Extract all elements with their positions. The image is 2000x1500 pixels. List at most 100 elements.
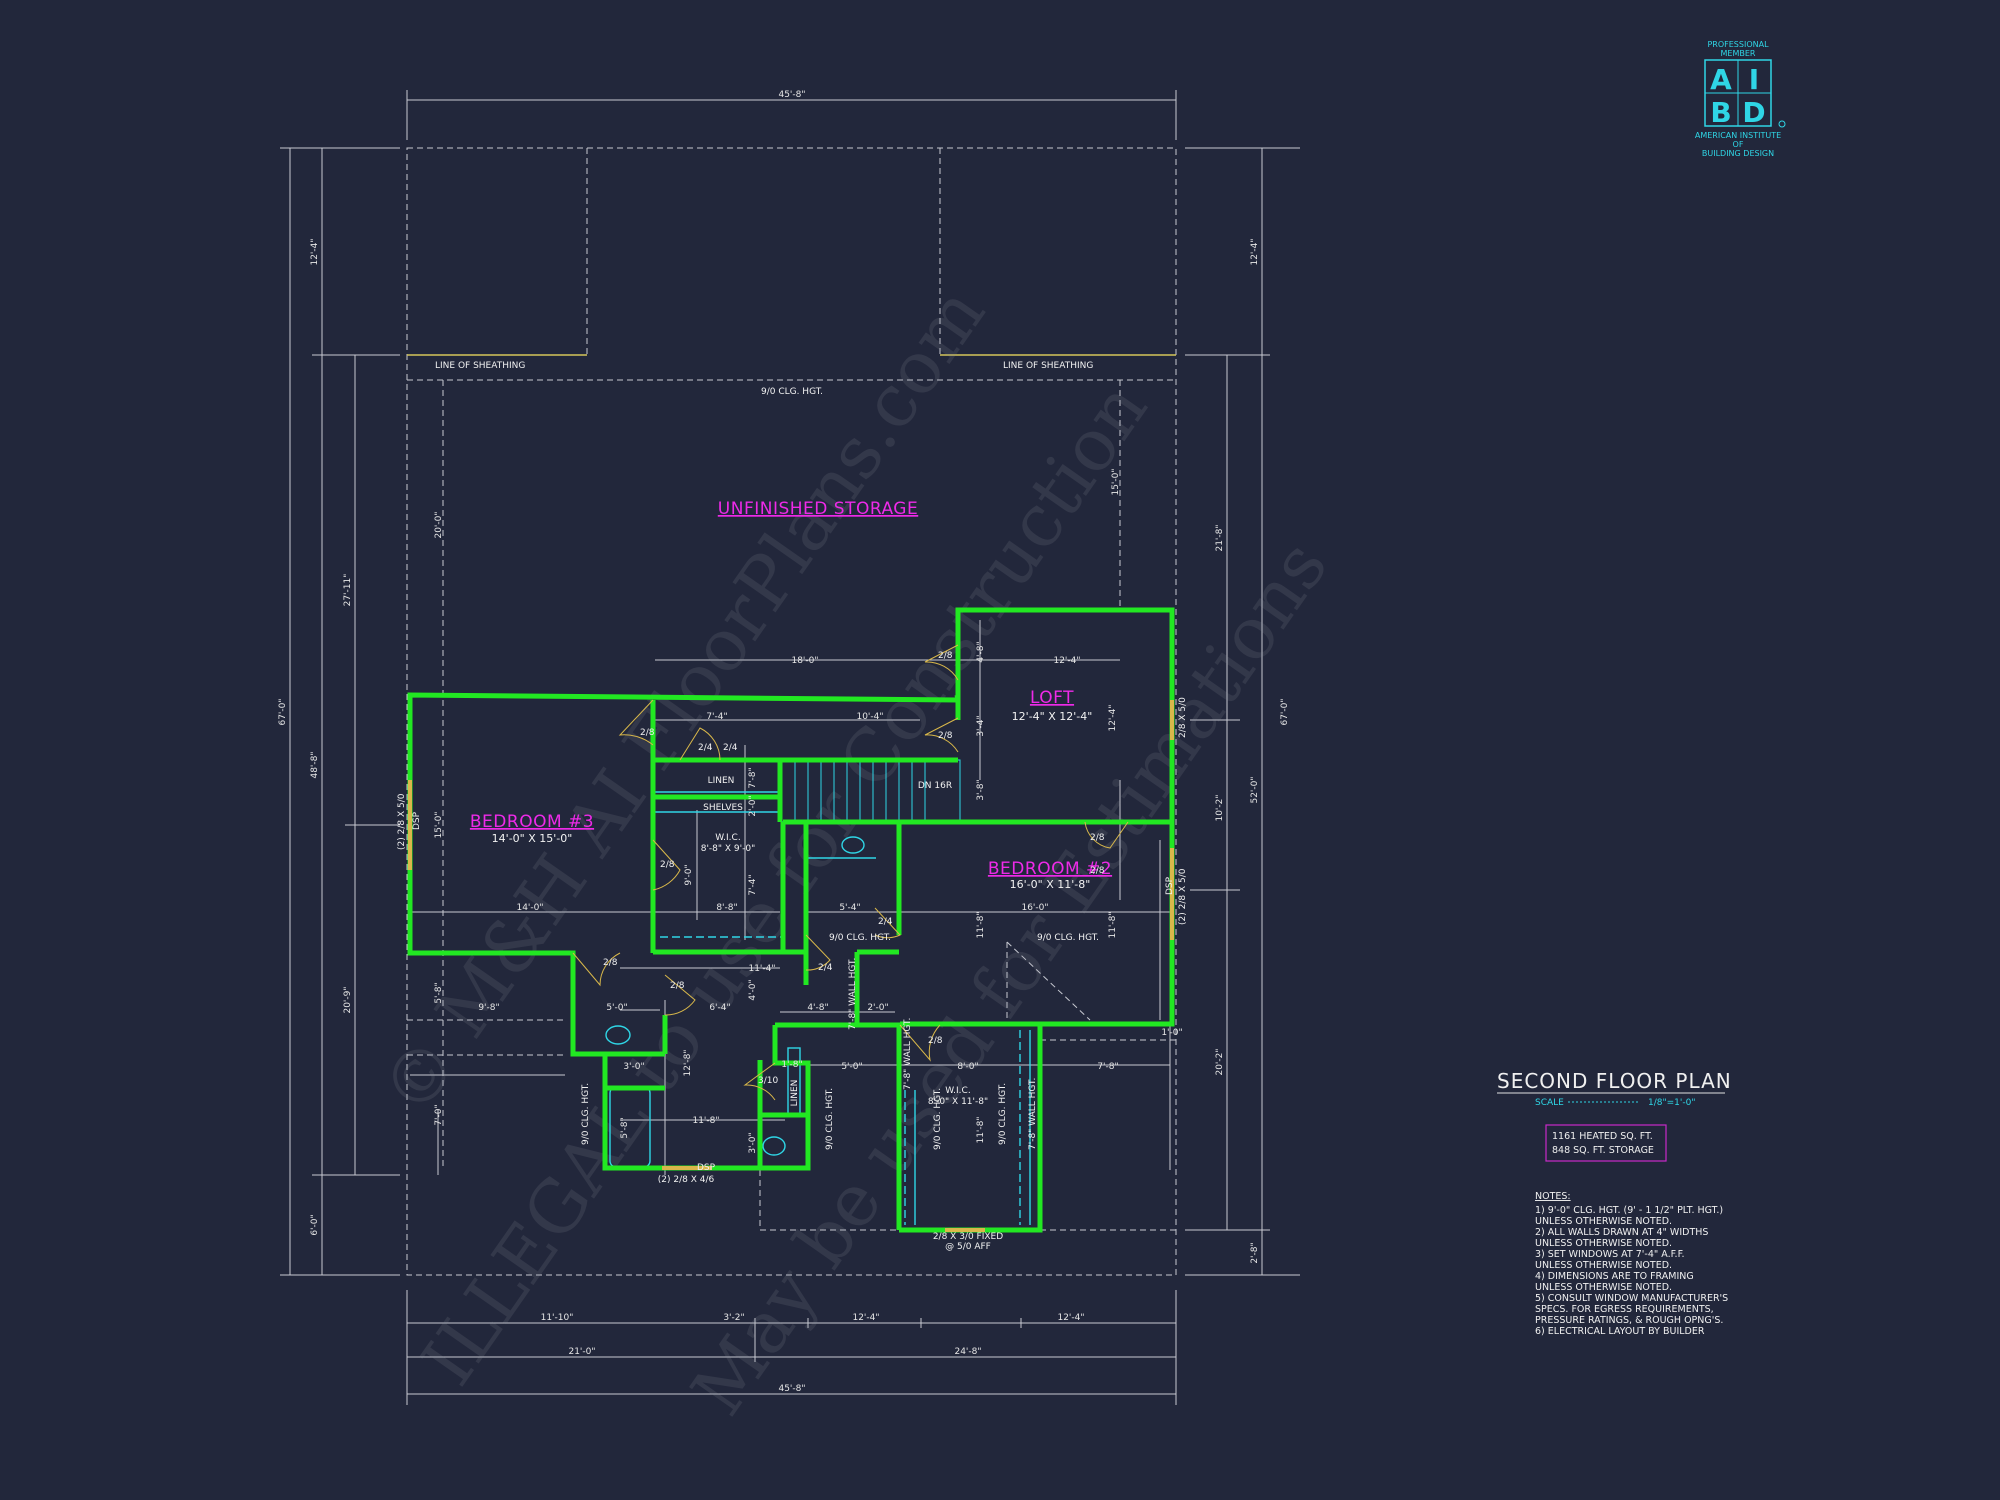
- dim-interior: 3'-0": [623, 1062, 644, 1072]
- dim-interior: 12'-4": [1108, 704, 1118, 731]
- dim-interior: 9'-8": [478, 1003, 499, 1013]
- dim-bottom-overall: 45'-8": [778, 1384, 805, 1394]
- dim-interior: 2'-0": [748, 795, 758, 816]
- note-line: 2) ALL WALLS DRAWN AT 4" WIDTHS: [1535, 1227, 1708, 1238]
- note-line: SPECS. FOR EGRESS REQUIREMENTS,: [1535, 1304, 1714, 1315]
- door-swings: [572, 644, 1129, 1101]
- dim-left-124: 12'-4": [310, 238, 320, 265]
- door-label: 2/8: [928, 1036, 943, 1046]
- dim-interior: 4'-8": [976, 641, 986, 662]
- dim-interior: 6'-4": [709, 1003, 730, 1013]
- window-loft: 2/8 X 5/0: [1178, 697, 1188, 738]
- dim-interior: 1'-0": [1161, 1028, 1182, 1038]
- dim-interior: 4'-0": [748, 979, 758, 1000]
- dim-interior: 2'-0": [867, 1003, 888, 1013]
- dim-interior: 10'-4": [856, 712, 883, 722]
- dim-bottom-124b: 12'-4": [1057, 1313, 1084, 1323]
- dim-bottom-124a: 12'-4": [852, 1313, 879, 1323]
- lav-sink-hall-bath: [605, 1025, 631, 1045]
- dim-interior: 11'-8": [1108, 911, 1118, 938]
- note-line: UNLESS OTHERWISE NOTED.: [1535, 1282, 1672, 1293]
- sheathing-label-left: LINE OF SHEATHING: [435, 361, 525, 371]
- door-label: 2/8: [660, 860, 675, 870]
- logo-letter-d: D: [1742, 96, 1765, 129]
- dim-right-102: 10'-2": [1215, 794, 1225, 821]
- window-wic: 2/8 X 3/0 FIXED: [933, 1232, 1003, 1242]
- logo-line-1: AMERICAN INSTITUTE: [1695, 131, 1781, 140]
- note-line: UNLESS OTHERWISE NOTED.: [1535, 1238, 1672, 1249]
- watermark: © M&H AI FloorPlans.com ILLEGAL to use f…: [365, 272, 1343, 1430]
- egress-1: DSP: [412, 811, 422, 830]
- note-line: PRESSURE RATINGS, & ROUGH OPNG'S.: [1535, 1315, 1723, 1326]
- door-label: 2/4: [698, 743, 713, 753]
- logo-letter-i: I: [1749, 63, 1759, 96]
- door-label: 2/8: [670, 981, 685, 991]
- dim-bottom-248: 24'-8": [954, 1347, 981, 1357]
- room-labels: UNFINISHED STORAGE LOFT 12'-4" X 12'-4" …: [470, 499, 1112, 1107]
- dim-interior: 7'-8": [748, 767, 758, 788]
- dim-interior: 3'-8": [976, 779, 986, 800]
- dim-interior: 7'-8": [1097, 1062, 1118, 1072]
- dim-interior: 7'-4": [706, 712, 727, 722]
- room-unfinished-storage: UNFINISHED STORAGE: [718, 499, 918, 519]
- door-label: 2/8: [1090, 866, 1105, 876]
- dim-left-67: 67'-0": [278, 698, 288, 725]
- dim-interior: 16'-0": [1021, 903, 1048, 913]
- stair-label: DN 16R: [918, 781, 952, 791]
- room-linen-1: LINEN: [708, 776, 735, 786]
- clg-hgt-v1: 9/0 CLG. HGT.: [581, 1083, 591, 1145]
- dim-left-2711: 27'-11": [343, 574, 353, 607]
- room-bedroom-3-size: 14'-0" X 15'-0": [492, 832, 573, 845]
- dim-interior: 5'-0": [841, 1062, 862, 1072]
- room-wic-2: W.I.C.: [945, 1086, 970, 1096]
- note-line: 1) 9'-0" CLG. HGT. (9' - 1 1/2" PLT. HGT…: [1535, 1205, 1723, 1216]
- dim-interior: 5'-8": [620, 1117, 630, 1138]
- notes-heading: NOTES:: [1535, 1191, 1571, 1202]
- room-wic-2-size: 8'-0" X 11'-8": [928, 1097, 988, 1107]
- room-bedroom-2: BEDROOM #2: [988, 859, 1112, 879]
- lav-sink-bath: [841, 836, 865, 854]
- dim-interior: 11'-8": [692, 1116, 719, 1126]
- dim-interior: 7'-4": [748, 874, 758, 895]
- dim-interior: 15'-0": [1111, 468, 1121, 495]
- door-label: 2/4: [818, 963, 833, 973]
- note-line: 4) DIMENSIONS ARE TO FRAMING: [1535, 1271, 1694, 1282]
- note-line: 5) CONSULT WINDOW MANUFACTURER'S: [1535, 1293, 1728, 1304]
- room-loft-size: 12'-4" X 12'-4": [1012, 710, 1093, 723]
- room-loft: LOFT: [1030, 688, 1074, 708]
- dim-left-60: 6'-0": [310, 1214, 320, 1235]
- door-label: 2/4: [878, 917, 893, 927]
- dim-interior: 12'-4": [1053, 656, 1080, 666]
- window-bed2: (2) 2/8 X 5/0: [1178, 868, 1188, 925]
- door-label: 2/8: [640, 728, 655, 738]
- general-notes: NOTES: 1) 9'-0" CLG. HGT. (9' - 1 1/2" P…: [1535, 1191, 1728, 1337]
- logo-top-text: PROFESSIONAL: [1707, 40, 1769, 49]
- dim-left-209: 20'-9": [343, 986, 353, 1013]
- dim-interior: 18'-0": [791, 656, 818, 666]
- door-label: 2/8: [938, 731, 953, 741]
- dim-right-520: 52'-0": [1250, 776, 1260, 803]
- logo-line-3: BUILDING DESIGN: [1702, 149, 1774, 158]
- room-bedroom-3: BEDROOM #3: [470, 812, 594, 832]
- windows: [408, 700, 1174, 1232]
- dim-interior: 3'-4": [976, 715, 986, 736]
- toilet: [762, 1136, 786, 1156]
- dim-interior: 5'-8": [434, 982, 444, 1003]
- window-wic-aff: @ 5/0 AFF: [945, 1242, 991, 1252]
- note-line: 6) ELECTRICAL LAYOUT BY BUILDER: [1535, 1326, 1705, 1337]
- dim-right-218: 21'-8": [1215, 524, 1225, 551]
- area-storage: 848 SQ. FT. STORAGE: [1552, 1145, 1654, 1156]
- scale-label: SCALE: [1535, 1098, 1564, 1108]
- logo-letter-a: A: [1710, 63, 1732, 96]
- dim-left-488: 48'-8": [310, 751, 320, 778]
- dimension-lines: [280, 90, 1300, 1405]
- scale-value: 1/8"=1'-0": [1648, 1098, 1695, 1108]
- wall-hgt-1: 7'-8" WALL HGT.: [848, 958, 858, 1030]
- dim-bottom-21: 21'-0": [568, 1347, 595, 1357]
- clg-hgt-storage: 9/0 CLG. HGT.: [761, 387, 823, 397]
- dim-right-124: 12'-4": [1250, 238, 1260, 265]
- room-wic-1: W.I.C.: [715, 833, 740, 843]
- note-line: UNLESS OTHERWISE NOTED.: [1535, 1260, 1672, 1271]
- room-wic-1-size: 8'-8" X 9'-0": [701, 844, 756, 854]
- annotations: LINE OF SHEATHING LINE OF SHEATHING 9/0 …: [397, 361, 1188, 1252]
